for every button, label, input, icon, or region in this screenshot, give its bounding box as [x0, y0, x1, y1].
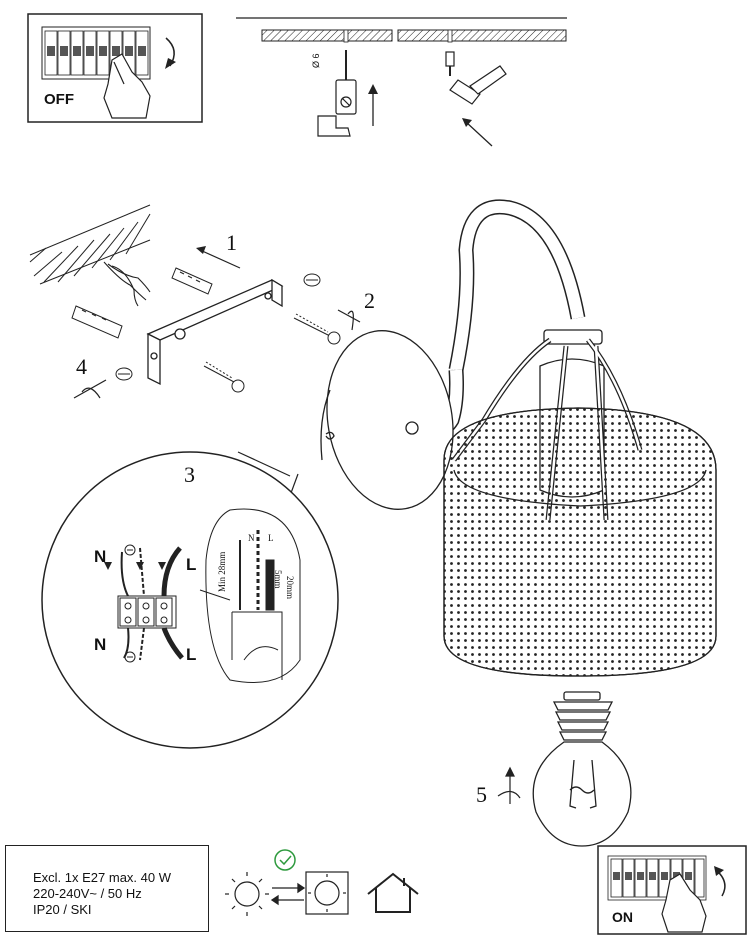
detail-l-label: L: [268, 533, 274, 543]
step-4-label: 4: [76, 354, 87, 379]
wall-hatch: [29, 204, 151, 285]
strip-5mm-label: 5mm: [273, 570, 283, 589]
down-arrows: [104, 562, 166, 570]
small-screw-left: [115, 367, 133, 381]
bulb: [532, 691, 632, 847]
wiring-detail: [41, 451, 339, 749]
check-circle-icon: [274, 849, 296, 871]
small-screw-top: [303, 273, 321, 287]
hand-icon: [103, 53, 151, 119]
detail-n-label: N: [248, 533, 255, 543]
off-label: OFF: [44, 91, 74, 108]
cable-zoom: [199, 508, 301, 683]
rotate-arrow-4: [73, 379, 107, 399]
wall-plug-2: [71, 305, 123, 339]
cool-light-icon: [305, 871, 349, 915]
terminal-wires: [120, 546, 184, 661]
drill-icon: [317, 50, 357, 137]
min-length-label: Min 28mm: [217, 551, 227, 592]
mounting-preparation: [236, 17, 567, 147]
screw-2: [203, 361, 245, 393]
earth-symbols: [124, 544, 136, 663]
hand-icon: [661, 873, 707, 933]
on-label: ON: [612, 909, 633, 925]
neutral-top-label: N: [94, 547, 107, 566]
specs-box: Excl. 1x E27 max. 40 W 220-240V~ / 50 Hz…: [5, 845, 209, 932]
rotate-arrow-2: [337, 309, 361, 331]
terminal-block: [117, 595, 177, 629]
neutral-bottom-label: N: [94, 635, 107, 654]
wall-bracket-assembly: [29, 204, 361, 399]
strip-20mm-label: 20mm: [285, 576, 295, 600]
warm-light-icon: [225, 872, 269, 916]
circuit-breaker-icon: [41, 26, 151, 80]
drill-size-label: Ø 6: [311, 53, 321, 68]
spec-voltage: 220-240V~ / 50 Hz: [33, 886, 142, 901]
perforated-shade: [443, 407, 717, 677]
wall-plug-1: [171, 267, 213, 295]
hammer-icon: [445, 51, 507, 105]
step-3-label: 3: [184, 462, 195, 487]
live-bottom-label: L: [186, 645, 197, 664]
mounting-bracket: [146, 278, 284, 386]
step-2-label: 2: [364, 288, 375, 313]
rotate-arrow-5: [497, 766, 521, 804]
screw-1: [293, 313, 341, 345]
off-panel: [27, 13, 203, 123]
spec-ip-rating: IP20 / SKI: [33, 902, 92, 917]
on-panel: [597, 845, 747, 935]
step-5-label: 5: [476, 782, 487, 807]
step1-arrow: [199, 249, 241, 269]
spec-bulb: Excl. 1x E27 max. 40 W: [33, 870, 171, 885]
swap-arrows-icon: [270, 882, 306, 906]
house-icon: [367, 872, 419, 913]
live-top-label: L: [186, 555, 197, 574]
step-1-label: 1: [226, 230, 237, 255]
supply-wires: [103, 261, 151, 307]
lamp-assembly: [320, 199, 717, 677]
canopy: [320, 330, 454, 510]
